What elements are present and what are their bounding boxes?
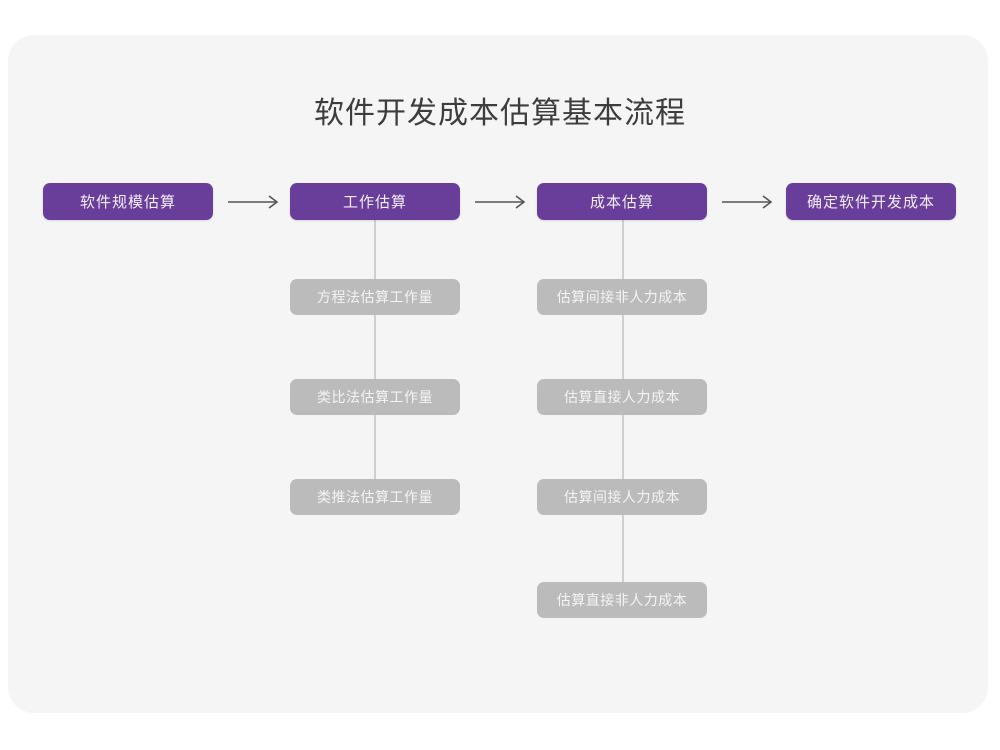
arrow-stage-3-to-4 [719, 186, 779, 218]
page-title: 软件开发成本估算基本流程 [314, 97, 686, 130]
connector-line-effort [374, 219, 376, 504]
substep-box-effort-2[interactable]: 类比法估算工作量 [290, 379, 460, 415]
stage-box-effort-estimation[interactable]: 工作估算 [290, 183, 460, 220]
content-card [8, 35, 988, 713]
substep-box-cost-2[interactable]: 估算直接人力成本 [537, 379, 707, 415]
substep-box-effort-1[interactable]: 方程法估算工作量 [290, 279, 460, 315]
stage-box-final-cost[interactable]: 确定软件开发成本 [786, 183, 956, 220]
stage-box-cost-estimation[interactable]: 成本估算 [537, 183, 707, 220]
arrow-stage-2-to-3 [472, 186, 532, 218]
substep-box-effort-3[interactable]: 类推法估算工作量 [290, 479, 460, 515]
stage-box-software-size[interactable]: 软件规模估算 [43, 183, 213, 220]
substep-box-cost-4[interactable]: 估算直接非人力成本 [537, 582, 707, 618]
substep-box-cost-3[interactable]: 估算间接人力成本 [537, 479, 707, 515]
substep-box-cost-1[interactable]: 估算间接非人力成本 [537, 279, 707, 315]
arrow-stage-1-to-2 [225, 186, 285, 218]
